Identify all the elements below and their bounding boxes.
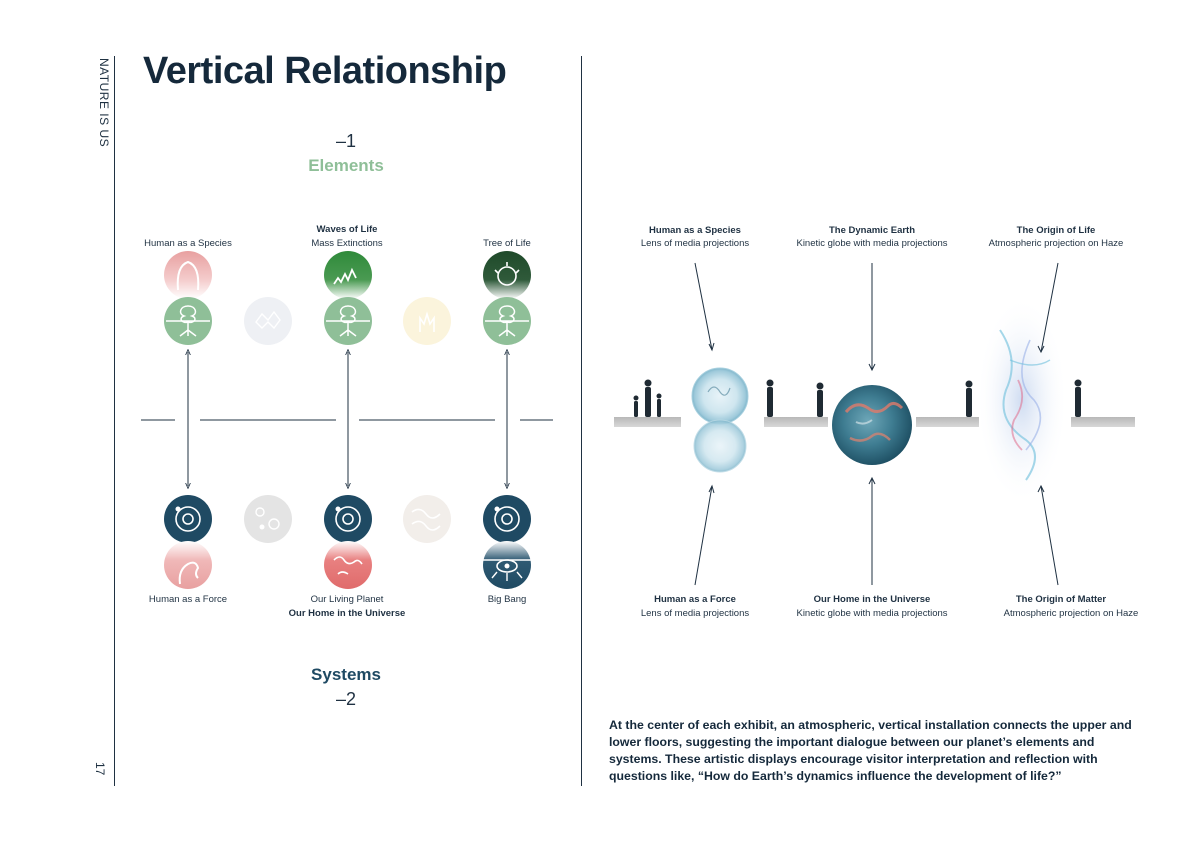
label-tree-of-life: Tree of Life (483, 238, 531, 249)
faint-pattern-icon (403, 495, 451, 543)
faint-flame-icon (403, 297, 451, 345)
faint-cells-icon (244, 495, 292, 543)
right-label-origin-life: The Origin of Life (1016, 225, 1096, 236)
label-our-home-universe: Our Home in the Universe (288, 608, 406, 619)
big-bang-icon (483, 541, 531, 589)
label-big-bang: Big Bang (487, 594, 527, 605)
human-force-icon (164, 541, 212, 589)
right-sub-origin-life: Atmospheric projection on Haze (988, 238, 1124, 249)
description-paragraph: At the center of each exhibit, an atmosp… (609, 718, 1132, 783)
right-sub-human-force: Lens of media projections (640, 608, 750, 619)
label-our-living-planet: Our Living Planet (310, 594, 384, 605)
orbit-icon-middle (324, 495, 372, 543)
page-number: 17 (93, 762, 107, 776)
center-page-divider (581, 56, 582, 786)
orbit-icon-left (164, 495, 212, 543)
label-waves-of-life: Waves of Life (316, 224, 378, 235)
upper-floor-number: –1 (335, 131, 357, 151)
faint-crystal-icon (244, 297, 292, 345)
right-sub-human-species: Lens of media projections (640, 238, 750, 249)
tree-icon-middle (324, 297, 372, 345)
section-side-label: NATURE IS US (97, 58, 111, 148)
floor-platforms (614, 417, 1135, 427)
human-species-icon (164, 251, 212, 299)
kinetic-globe (832, 385, 912, 465)
orbit-icon-right (483, 495, 531, 543)
visitor-silhouettes (633, 379, 1082, 417)
tree-icon-left (164, 297, 212, 345)
page-title: Vertical Relationship (143, 50, 507, 92)
lower-floor-name: Systems (311, 665, 381, 684)
lower-floor-number: –2 (335, 689, 357, 709)
installation-illustration (614, 262, 1135, 586)
right-sub-dynamic-earth: Kinetic globe with media projections (796, 238, 948, 249)
vertical-arrows (188, 352, 507, 486)
right-label-human-species: Human as a Species (649, 225, 741, 236)
upper-floor-name: Elements (308, 156, 384, 175)
left-diagram (141, 251, 553, 589)
waves-of-life-icon (324, 251, 372, 299)
right-sub-origin-matter: Atmospheric projection on Haze (1003, 608, 1139, 619)
living-planet-icon (324, 541, 372, 589)
right-sub-home-universe: Kinetic globe with media projections (796, 608, 948, 619)
right-label-home-universe: Our Home in the Universe (813, 594, 931, 605)
atmospheric-haze (976, 295, 1068, 505)
label-mass-extinctions: Mass Extinctions (311, 238, 383, 249)
tree-of-life-top-icon (483, 251, 531, 299)
right-label-origin-matter: The Origin of Matter (1015, 594, 1107, 605)
pointer-lines (694, 262, 1059, 586)
lens-spheres (691, 367, 749, 473)
right-label-dynamic-earth: The Dynamic Earth (828, 225, 916, 236)
left-margin-divider (114, 56, 115, 786)
label-human-as-force: Human as a Force (148, 594, 228, 605)
tree-icon-right (483, 297, 531, 345)
label-human-as-species: Human as a Species (144, 238, 232, 249)
right-label-human-force: Human as a Force (654, 594, 736, 605)
